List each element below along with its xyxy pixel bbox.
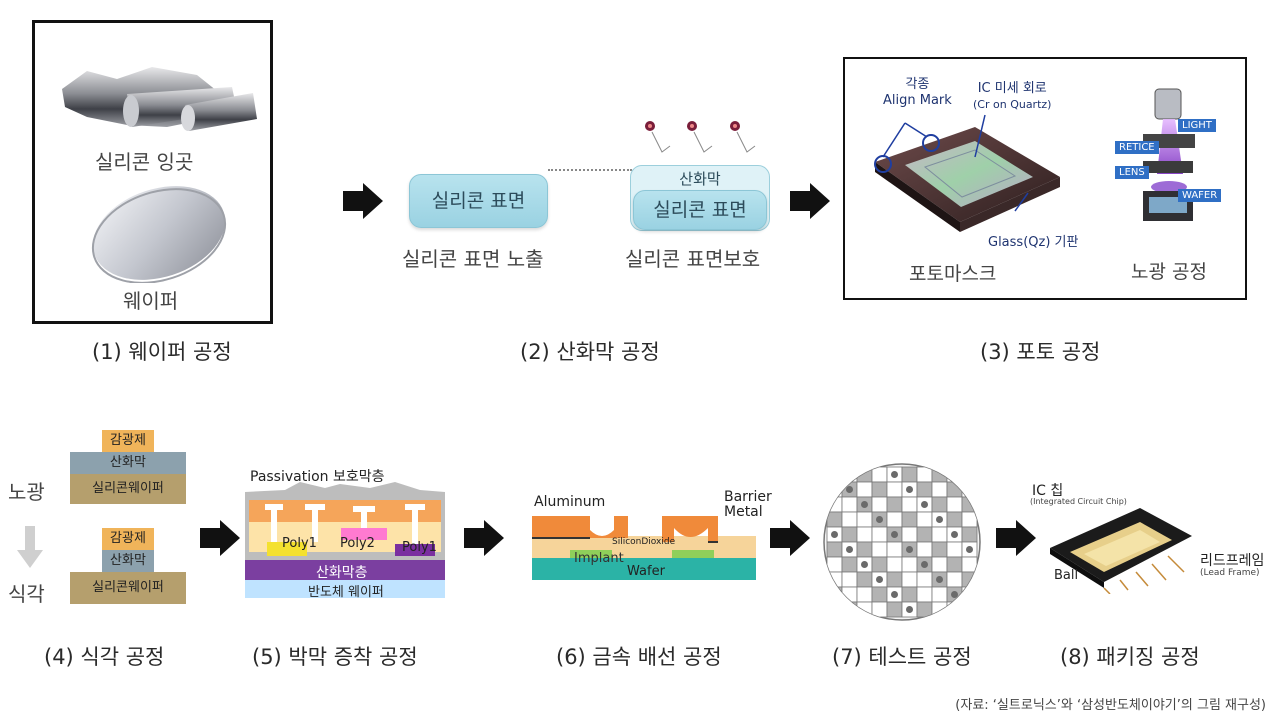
wafer-process-frame: 실리콘 잉곳 웨이퍼 xyxy=(32,20,273,324)
etch-stack-bottom: 감광제 산화막 실리콘웨이퍼 xyxy=(70,528,186,608)
lead-frame-label: 리드프레임 xyxy=(1200,553,1265,569)
etch-side-label: 식각 xyxy=(8,582,45,606)
ball-label: Ball xyxy=(1054,568,1079,583)
silicon-surface-exposed-block: 실리콘 표면 xyxy=(409,174,548,228)
passivation-label: Passivation 보호막층 xyxy=(250,469,385,485)
photomask-label: 포토마스크 xyxy=(909,263,997,285)
photoresist-layer: 감광제 xyxy=(102,430,154,452)
sio2-label: SiliconDioxide xyxy=(612,537,676,547)
arrow-right-icon xyxy=(343,183,383,219)
oxide-layer: 산화막 xyxy=(102,550,154,572)
source-note: (자료: ‘실트로닉스’와 ‘삼성반도체이야기’의 그림 재구성) xyxy=(955,698,1266,713)
caption-step1: (1) 웨이퍼 공정 xyxy=(92,340,232,364)
test-wafer-map xyxy=(823,463,981,621)
exposure-machine-icon xyxy=(1143,88,1195,221)
semiconductor-wafer-label: 반도체 웨이퍼 xyxy=(308,585,384,600)
expose-side-label: 노광 xyxy=(8,480,45,504)
lead-frame-sub-label: (Lead Frame) xyxy=(1200,568,1260,578)
etch-stack-top: 감광제 산화막 실리콘웨이퍼 xyxy=(70,430,186,506)
thin-film-diagram xyxy=(245,482,445,598)
lens-tag: LENS xyxy=(1115,166,1149,179)
photomask-icon xyxy=(874,114,1060,232)
silicon-surface-protected-block: 실리콘 표면 xyxy=(633,190,767,230)
ic-circuit-annotation: IC 미세 회로 (Cr on Quartz) xyxy=(973,81,1052,111)
arrow-right-icon xyxy=(996,520,1036,556)
ingot-label: 실리콘 잉곳 xyxy=(95,150,194,174)
oxide-layer-label: 산화막층 xyxy=(316,565,368,581)
arrow-right-icon xyxy=(200,520,240,556)
caption-step7: (7) 테스트 공정 xyxy=(832,645,972,669)
ic-package-icon xyxy=(1050,508,1192,594)
photo-process-frame: 각종 Align Mark IC 미세 회로 (Cr on Quartz) Gl… xyxy=(843,57,1247,300)
retice-tag: RETICE xyxy=(1115,141,1159,154)
oxide-layer: 산화막 xyxy=(70,452,186,474)
metal-wiring-diagram xyxy=(532,516,756,580)
caption-step6: (6) 금속 배선 공정 xyxy=(556,645,722,669)
ic-chip-sub-label: (Integrated Circuit Chip) xyxy=(1030,497,1127,506)
caption-step2: (2) 산화막 공정 xyxy=(520,340,660,364)
wafer-tag: WAFER xyxy=(1178,189,1222,202)
photoresist-layer: 감광제 xyxy=(102,528,154,550)
exposure-label: 노광 공정 xyxy=(1131,261,1207,283)
arrow-down-icon xyxy=(17,526,43,568)
barrier-metal-label: Barrier Metal xyxy=(724,489,772,520)
ic-chip-label: IC 칩 xyxy=(1032,483,1064,499)
arrow-right-icon xyxy=(790,183,830,219)
glass-annotation: Glass(Qz) 기판 xyxy=(988,235,1079,250)
arrow-right-icon xyxy=(464,520,504,556)
protect-label: 실리콘 표면보호 xyxy=(625,247,761,271)
implant-label: Implant xyxy=(574,551,624,566)
silicon-ingot-icon xyxy=(62,67,257,131)
caption-step3: (3) 포토 공정 xyxy=(980,340,1101,364)
caption-step8: (8) 패키징 공정 xyxy=(1060,645,1200,669)
silicon-wafer-layer: 실리콘웨이퍼 xyxy=(70,572,186,604)
poly1-right-label: Poly1 xyxy=(402,540,437,555)
aluminum-label: Aluminum xyxy=(534,494,606,510)
light-tag: LIGHT xyxy=(1178,119,1216,132)
exposed-label: 실리콘 표면 노출 xyxy=(402,247,544,271)
align-mark-annotation: 각종 Align Mark xyxy=(883,77,952,108)
oxide-layer-block: 산화막 실리콘 표면 xyxy=(630,165,770,231)
wafer-disc-icon xyxy=(91,186,227,283)
poly1-left-label: Poly1 xyxy=(282,536,317,551)
poly2-label: Poly2 xyxy=(340,536,375,551)
caption-step5: (5) 박막 증착 공정 xyxy=(252,645,418,669)
wafer-label: 웨이퍼 xyxy=(123,289,179,313)
dotted-connector xyxy=(548,169,632,171)
silicon-wafer-layer: 실리콘웨이퍼 xyxy=(70,474,186,504)
oxide-label: 산화막 xyxy=(679,170,721,188)
caption-step4: (4) 식각 공정 xyxy=(44,645,165,669)
arrow-right-icon xyxy=(770,520,810,556)
wafer-base-label: Wafer xyxy=(627,564,665,579)
oxygen-particles-icon xyxy=(645,121,756,153)
